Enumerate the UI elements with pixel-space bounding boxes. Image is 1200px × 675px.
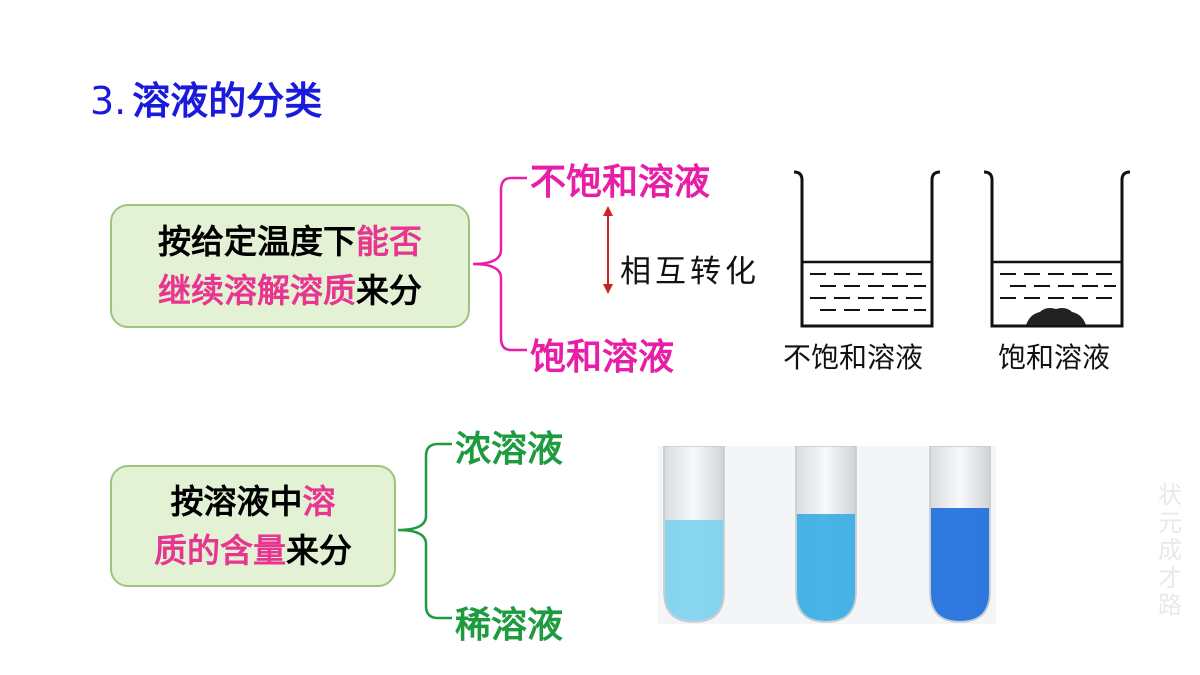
undissolved-solute-icon [1026, 308, 1086, 325]
criterion-highlight: 溶 [302, 481, 336, 521]
brace-saturation [472, 176, 527, 352]
label-concentrated-solution: 浓溶液 [455, 429, 564, 470]
title-text: 溶液的分类 [132, 79, 323, 123]
test-tubes-photo [658, 446, 996, 624]
criterion-text: 来分 [286, 531, 352, 570]
page-title: 3.溶液的分类 [90, 82, 322, 120]
test-tube-2 [795, 446, 857, 623]
label-saturated-solution: 饱和溶液 [530, 337, 675, 378]
test-tube-1 [663, 446, 725, 623]
criterion-line-2: 质的含量来分 [154, 526, 352, 576]
criterion-line-1: 按给定温度下能否 [158, 217, 422, 267]
caption-unsaturated: 不饱和溶液 [783, 341, 924, 374]
criterion-highlight: 能否 [356, 221, 422, 261]
criterion-text: 来分 [356, 271, 422, 310]
label-dilute-solution: 稀溶液 [455, 605, 564, 646]
test-tube-3 [929, 446, 991, 623]
criterion-text: 按溶液中 [170, 481, 303, 521]
label-unsaturated-solution: 不饱和溶液 [530, 162, 711, 203]
brace-concentration [397, 442, 452, 620]
label-mutual-conversion: 相互转化 [620, 254, 760, 290]
watermark: 状元成才路 [1158, 481, 1182, 620]
criterion-text: 按给定温度下 [158, 221, 356, 261]
criterion-line-2: 继续溶解溶质来分 [158, 266, 422, 316]
criterion-line-1: 按溶液中溶 [171, 477, 336, 527]
beaker-saturated-icon [983, 170, 1131, 328]
double-arrow-icon [603, 206, 613, 294]
criterion-highlight: 继续溶解溶质 [158, 271, 356, 310]
beaker-unsaturated-icon [793, 170, 941, 328]
title-number: 3. [90, 79, 127, 123]
criterion-box-saturation: 按给定温度下能否 继续溶解溶质来分 [110, 204, 470, 328]
criterion-highlight: 质的含量 [154, 531, 286, 570]
caption-saturated: 饱和溶液 [998, 341, 1111, 374]
test-tubes-icon [663, 446, 991, 623]
criterion-box-concentration: 按溶液中溶 质的含量来分 [110, 465, 396, 587]
